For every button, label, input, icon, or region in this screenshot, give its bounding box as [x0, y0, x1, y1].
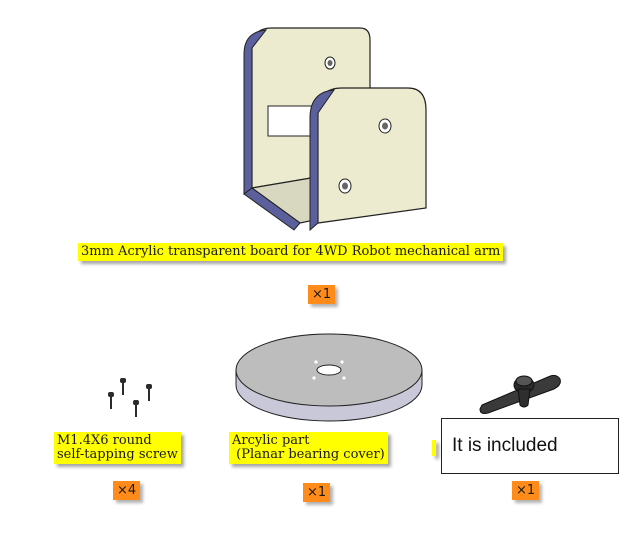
servo-horn-image	[479, 374, 561, 414]
servo-horn-caption-fragment	[432, 440, 436, 456]
servo-horn-quantity-badge: ×1	[512, 481, 540, 500]
cover-quantity-badge: ×1	[303, 483, 331, 502]
bearing-cover-disc-image	[235, 333, 423, 422]
acrylic-bracket-image	[243, 27, 427, 232]
screws-caption: M1.4X6 round self-tapping screw	[54, 432, 181, 464]
screws-quantity-badge: ×4	[113, 481, 141, 500]
screws-image	[108, 378, 152, 417]
cover-caption: Arcylic part (Planar bearing cover)	[229, 432, 388, 464]
bracket-quantity-badge: ×1	[308, 285, 336, 304]
bracket-caption: 3mm Acrylic transparent board for 4WD Ro…	[78, 243, 504, 261]
included-note: It is included	[441, 418, 619, 474]
